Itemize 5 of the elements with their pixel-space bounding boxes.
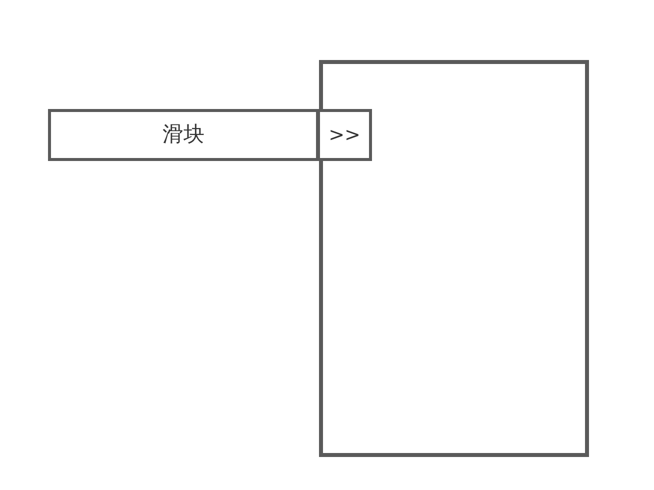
tab-label: >> xyxy=(328,124,360,146)
slider-label: 滑块 xyxy=(162,123,204,147)
panel-frame xyxy=(319,60,589,457)
expand-tab xyxy=(317,109,372,161)
slider-bar xyxy=(48,109,319,161)
